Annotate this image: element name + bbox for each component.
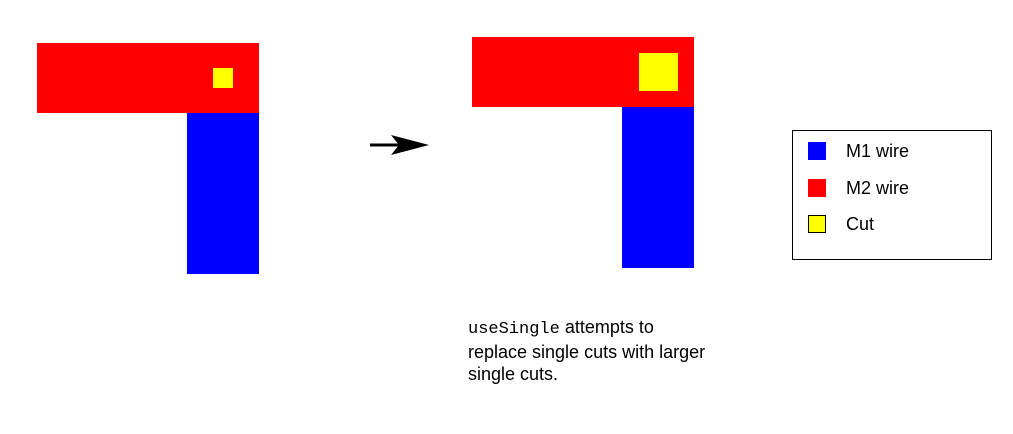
legend-item-m1-wire: M1 wire xyxy=(808,141,909,161)
after-large-cut xyxy=(639,53,678,91)
caption-line-3: single cuts. xyxy=(468,364,559,384)
caption-code-term: useSingle xyxy=(468,320,560,339)
caption: useSingle attempts to replace single cut… xyxy=(468,316,788,385)
legend-label-cut: Cut xyxy=(846,213,875,234)
legend-swatch-m2 xyxy=(808,179,826,197)
legend-swatch-m1 xyxy=(808,142,826,160)
caption-text-1: attempts to xyxy=(559,317,654,337)
before-m1-wire xyxy=(187,113,259,274)
right-arrow-icon xyxy=(370,135,429,155)
caption-line-1: useSingle attempts to xyxy=(468,316,788,341)
caption-line-2: replace single cuts with larger xyxy=(468,342,706,362)
legend-swatch-cut xyxy=(808,215,826,233)
legend-item-cut: Cut xyxy=(808,214,874,234)
before-small-cut xyxy=(213,68,233,88)
after-m1-wire xyxy=(622,107,694,268)
legend-label-m2: M2 wire xyxy=(846,177,910,198)
legend: M1 wire M2 wire Cut xyxy=(792,130,992,260)
legend-label-m1: M1 wire xyxy=(846,140,910,161)
legend-item-m2-wire: M2 wire xyxy=(808,178,909,198)
